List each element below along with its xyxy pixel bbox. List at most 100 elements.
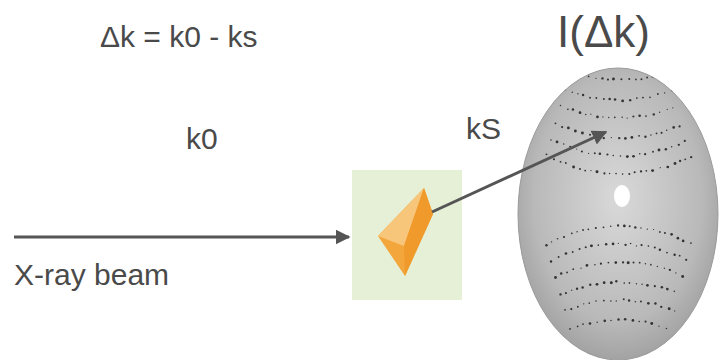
spot: [664, 92, 665, 93]
spot: [668, 307, 671, 310]
spot: [638, 321, 640, 323]
spot: [682, 240, 685, 243]
spot: [620, 78, 622, 80]
spot: [632, 319, 635, 322]
spot: [623, 225, 626, 228]
spot: [690, 156, 692, 158]
crystal: [378, 188, 433, 276]
spot: [608, 98, 611, 101]
spot: [636, 283, 637, 284]
spot: [644, 321, 646, 323]
spot: [635, 301, 637, 303]
spot: [555, 122, 557, 124]
spot: [585, 246, 587, 248]
spot: [582, 229, 584, 231]
scattered-beam-arrow: [432, 132, 606, 212]
spot: [589, 284, 591, 286]
spot: [648, 245, 650, 247]
spot: [558, 256, 560, 258]
spot: [675, 272, 676, 273]
spot: [590, 170, 591, 171]
spot: [624, 318, 627, 321]
spot: [588, 153, 589, 154]
spot: [572, 251, 574, 253]
spot: [588, 302, 590, 304]
spot: [560, 105, 561, 106]
spot: [661, 132, 663, 134]
spot: [634, 171, 636, 173]
spot: [640, 170, 642, 172]
spot: [634, 226, 636, 228]
spot: [620, 155, 622, 157]
spot: [629, 225, 631, 227]
spot: [628, 299, 630, 301]
spot: [608, 262, 610, 264]
spot: [684, 140, 686, 142]
spot: [550, 139, 552, 141]
spot: [640, 78, 642, 80]
spot: [636, 245, 637, 246]
spot: [664, 232, 666, 234]
spot: [571, 289, 572, 290]
spot: [679, 255, 681, 257]
spot: [640, 227, 641, 228]
spot: [596, 283, 599, 286]
spot: [639, 153, 641, 155]
spot: [622, 261, 624, 263]
spot: [658, 326, 659, 327]
spot: [572, 166, 575, 169]
incident-beam-arrow: [14, 236, 349, 239]
spot: [630, 243, 632, 245]
spot: [584, 170, 586, 172]
spot: [600, 263, 602, 265]
spot: [603, 226, 605, 228]
spot: [594, 152, 596, 154]
spot: [576, 148, 577, 149]
spot: [617, 224, 619, 226]
spot: [572, 92, 573, 93]
spot: [624, 244, 626, 246]
spot: [626, 155, 629, 158]
spot: [595, 78, 596, 79]
spot: [582, 94, 584, 96]
spot: [581, 286, 583, 288]
spot: [666, 166, 669, 169]
spot: [681, 275, 684, 278]
spot: [580, 73, 583, 76]
spot: [551, 241, 552, 242]
spot: [563, 143, 564, 144]
spot: [652, 151, 654, 153]
spot: [641, 284, 642, 285]
spot: [564, 309, 566, 311]
spot: [659, 112, 660, 113]
spot: [603, 300, 605, 302]
spot: [666, 328, 668, 330]
spot: [654, 302, 657, 305]
spot: [581, 150, 583, 152]
spot: [565, 292, 567, 294]
spot: [659, 231, 661, 233]
spot: [677, 237, 680, 240]
spot: [569, 328, 571, 330]
spot: [653, 113, 655, 115]
spot: [622, 173, 624, 175]
spot: [628, 173, 630, 175]
spot: [603, 98, 605, 100]
intensity-label: I(Δk): [557, 8, 650, 56]
spot: [645, 170, 647, 172]
spot: [660, 167, 661, 168]
spot: [570, 308, 572, 310]
spot: [628, 78, 630, 80]
spot: [615, 280, 617, 282]
spot: [614, 98, 617, 101]
spot: [612, 155, 614, 157]
spot: [611, 137, 612, 138]
spot: [557, 238, 559, 240]
spot: [590, 244, 593, 247]
spot: [563, 236, 565, 238]
spot: [632, 155, 635, 158]
spot: [645, 263, 646, 264]
spot: [650, 264, 652, 266]
spot: [669, 269, 671, 271]
spot: [572, 268, 574, 270]
